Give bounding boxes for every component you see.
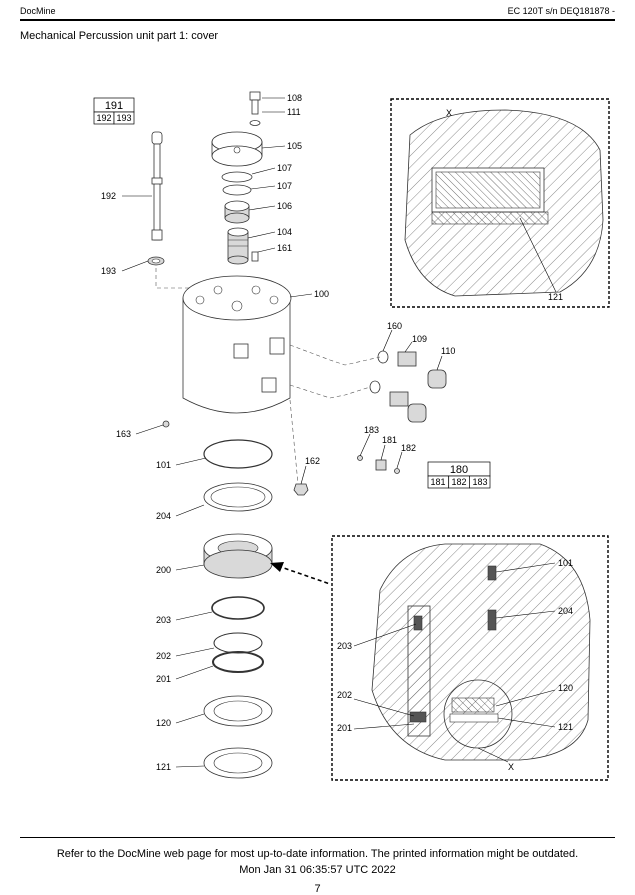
callout-105: 105 bbox=[287, 141, 302, 151]
group-180-sub-183: 183 bbox=[472, 477, 487, 487]
callout-101: 101 bbox=[156, 460, 171, 470]
detail-section-marker: X bbox=[508, 762, 514, 772]
plug-163 bbox=[162, 420, 170, 428]
callout-111: 111 bbox=[287, 107, 301, 117]
footer-date: Mon Jan 31 06:35:57 UTC 2022 bbox=[239, 864, 396, 876]
callout-107b: 107 bbox=[277, 181, 292, 191]
header-rule bbox=[20, 19, 615, 21]
detail-x-callout-121: 121 bbox=[548, 292, 563, 302]
pin-161 bbox=[251, 251, 259, 262]
detail-callout-101: 101 bbox=[558, 558, 573, 568]
group-box-191: 191 192 193 bbox=[93, 97, 135, 125]
detail-callout-204: 204 bbox=[558, 606, 573, 616]
rod-192 bbox=[151, 131, 163, 241]
callout-160: 160 bbox=[387, 321, 402, 331]
detail-callout-202: 202 bbox=[337, 690, 352, 700]
washer-111 bbox=[249, 120, 261, 126]
ring-101 bbox=[203, 439, 273, 469]
callout-numbers: 108 111 105 107 107 106 104 161 100 192 … bbox=[101, 93, 455, 772]
cap-110 bbox=[427, 369, 447, 389]
cover-105 bbox=[211, 131, 263, 167]
header-brand: DocMine bbox=[20, 6, 56, 16]
callout-161: 161 bbox=[277, 243, 292, 253]
callout-106: 106 bbox=[277, 201, 292, 211]
callout-104: 104 bbox=[277, 227, 292, 237]
plug-182 bbox=[394, 468, 400, 474]
callout-201: 201 bbox=[156, 674, 171, 684]
callout-204: 204 bbox=[156, 511, 171, 521]
callout-108: 108 bbox=[287, 93, 302, 103]
callout-121: 121 bbox=[156, 762, 171, 772]
seal-183 bbox=[357, 455, 363, 461]
detail-callout-203: 203 bbox=[337, 641, 352, 651]
page-number: 7 bbox=[314, 883, 321, 895]
footer-note: Refer to the DocMine web page for most u… bbox=[56, 848, 579, 860]
callout-192: 192 bbox=[101, 191, 116, 201]
callout-163: 163 bbox=[116, 429, 131, 439]
guide-200 bbox=[203, 533, 273, 579]
detail-callout-121: 121 bbox=[558, 722, 573, 732]
detail-x-marker: X bbox=[446, 108, 452, 118]
ring-202 bbox=[213, 632, 263, 654]
callout-162: 162 bbox=[305, 456, 320, 466]
nut-162 bbox=[293, 483, 309, 496]
callout-203: 203 bbox=[156, 615, 171, 625]
ring-201 bbox=[212, 651, 264, 673]
nipple-109 bbox=[397, 351, 417, 367]
valve-106 bbox=[224, 200, 250, 224]
detail-section-view: 101 204 203 120 202 201 121 X bbox=[331, 535, 609, 781]
callout-200: 200 bbox=[156, 565, 171, 575]
o-ring-107a bbox=[221, 171, 253, 183]
detail-callout-201: 201 bbox=[337, 723, 352, 733]
callout-100: 100 bbox=[314, 289, 329, 299]
page-title: Mechanical Percussion unit part 1: cover bbox=[20, 30, 219, 42]
callout-107a: 107 bbox=[277, 163, 292, 173]
callout-181: 181 bbox=[382, 435, 397, 445]
group-180-label: 180 bbox=[450, 464, 468, 476]
detail-arrow bbox=[270, 562, 331, 585]
callout-109: 109 bbox=[412, 334, 427, 344]
footer-rule bbox=[20, 837, 615, 838]
bolt-108 bbox=[249, 91, 261, 101]
callout-202: 202 bbox=[156, 651, 171, 661]
group-box-180: 180 181 182 183 bbox=[427, 461, 491, 489]
header-machine-id: EC 120T s/n DEQ181878 - bbox=[507, 6, 615, 16]
callout-110: 110 bbox=[441, 346, 455, 356]
group-180-sub-181: 181 bbox=[430, 477, 445, 487]
ring-203 bbox=[211, 596, 265, 620]
detail-callout-120: 120 bbox=[558, 683, 573, 693]
group-191-sub-192: 192 bbox=[96, 113, 111, 123]
callout-leaders bbox=[121, 97, 443, 768]
housing-100 bbox=[182, 275, 292, 414]
o-ring-107b bbox=[222, 184, 252, 196]
callout-182: 182 bbox=[401, 443, 416, 453]
group-191-sub-193: 193 bbox=[116, 113, 131, 123]
detail-x-view: X 121 bbox=[390, 98, 610, 308]
group-191-label: 191 bbox=[105, 100, 123, 112]
nipple-181 bbox=[375, 459, 387, 471]
sleeve-104 bbox=[227, 227, 249, 265]
callout-193: 193 bbox=[101, 266, 116, 276]
group-180-sub-182: 182 bbox=[451, 477, 466, 487]
callout-183: 183 bbox=[364, 425, 379, 435]
callout-120: 120 bbox=[156, 718, 171, 728]
